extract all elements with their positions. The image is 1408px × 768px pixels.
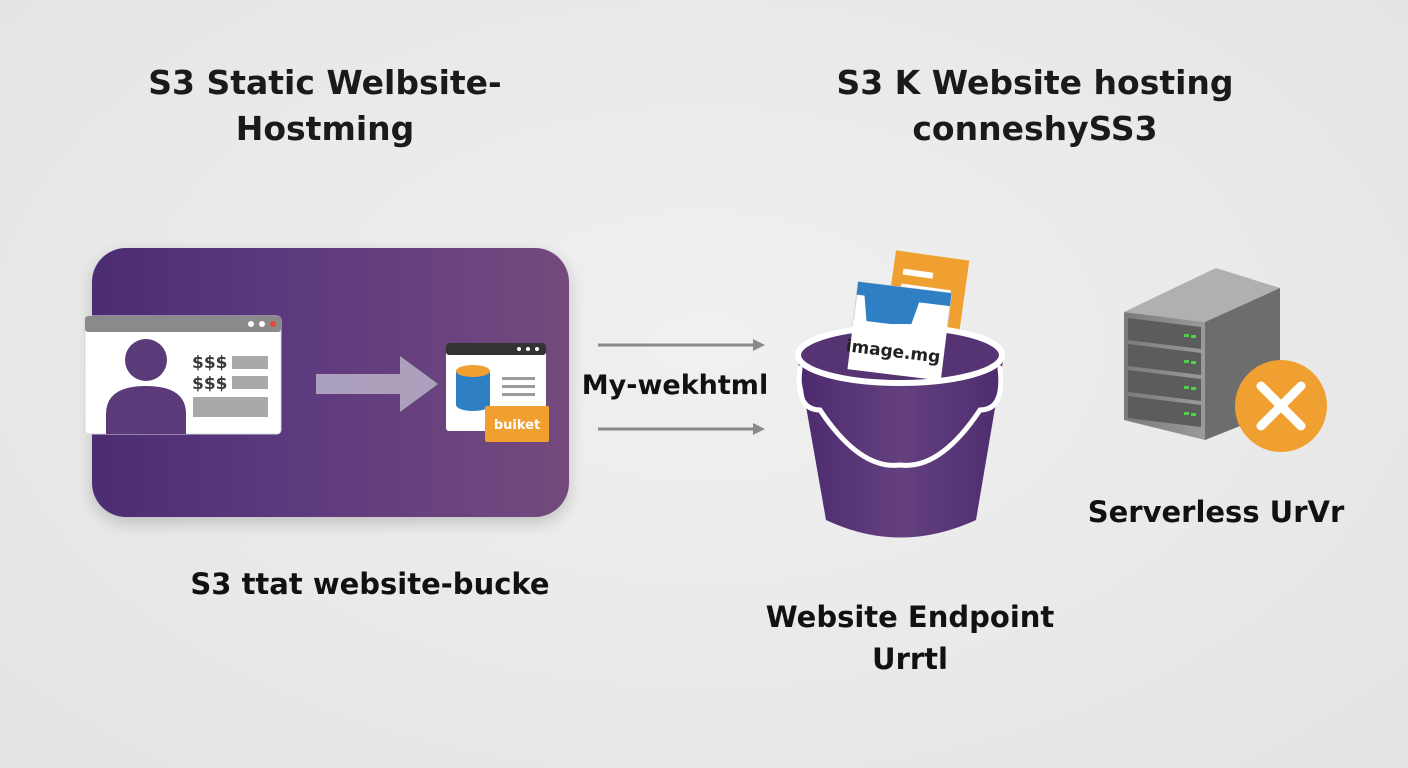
bucket-caption: S3 ttat website-bucke	[190, 567, 550, 601]
inner-arrow	[316, 356, 438, 412]
left-title: S3 Static Welbsite- Hostming	[148, 63, 502, 148]
window-dot	[248, 321, 254, 327]
bucket-chip	[485, 406, 549, 442]
text-bar	[232, 376, 268, 389]
endpoint-caption: Website Endpoint Urrtl	[765, 600, 1055, 676]
window-dot	[259, 321, 265, 327]
server-unit	[1128, 344, 1201, 375]
text-bar	[193, 397, 268, 417]
user-avatar-icon	[106, 339, 186, 434]
arrow-label: My-wekhtml	[581, 370, 769, 401]
window-titlebar	[85, 316, 281, 332]
server-caption: Serverless UrVr	[1087, 495, 1345, 529]
error-x-icon	[1235, 360, 1327, 452]
database-icon	[456, 365, 490, 411]
right-title: S3 K Website hosting conneshySS3	[836, 63, 1234, 148]
s3-bucket-icon	[795, 250, 1005, 538]
text-bar	[232, 356, 268, 369]
profile-window	[84, 315, 282, 435]
server-icon	[1124, 268, 1280, 440]
bucket-chip-label: buiket	[494, 418, 540, 433]
server-unit	[1128, 318, 1201, 349]
close-dot	[270, 321, 276, 327]
symbol-row-1: $$$	[192, 353, 228, 373]
server-unit	[1128, 370, 1201, 401]
window-titlebar	[446, 343, 546, 355]
server-unit	[1128, 396, 1201, 427]
bucket-window	[446, 343, 549, 442]
symbol-row-2: $$$	[192, 374, 228, 394]
